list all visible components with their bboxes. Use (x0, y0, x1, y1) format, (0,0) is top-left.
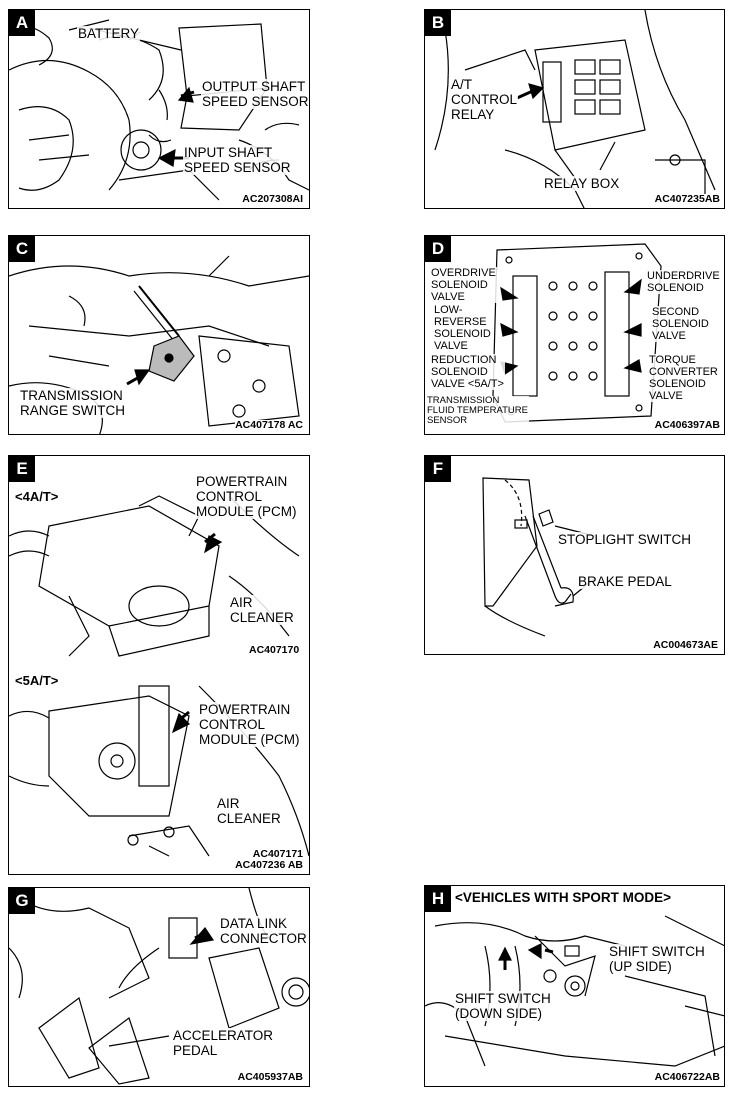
shift-switch-drawing (425, 915, 724, 1067)
pcm-air-cleaner-drawing (9, 495, 309, 857)
label-output-shaft-speed-sensor: OUTPUT SHAFT SPEED SENSOR (201, 79, 309, 109)
figure-panel-h: H <VEHICLES WITH SPORT MODE> SHIFT SWITC… (424, 885, 725, 1087)
figure-code: AC405937AB (237, 1071, 303, 1083)
figure-code: AC406722AB (654, 1071, 720, 1083)
label-shift-switch-down: SHIFT SWITCH (DOWN SIDE) (454, 991, 552, 1021)
figure-code: AC207308AI (242, 193, 303, 205)
figure-panel-a: A BATTERY OUTPUT SHAFT SPEED SENSOR INPU… (8, 9, 310, 209)
label-accelerator-pedal: ACCELERATOR PEDAL (172, 1028, 275, 1058)
transmission-drawing (9, 255, 309, 434)
figure-panel-c: C TRANSMISSION RANGE SWITCH AC407178 AC (8, 235, 310, 435)
label-pcm-4at: POWERTRAIN CONTROL MODULE (PCM) (195, 474, 298, 519)
figure-panel-g: G DATA LINK CONNECTOR ACCELERATOR PEDAL … (8, 887, 310, 1087)
label-brake-pedal: BRAKE PEDAL (577, 574, 673, 589)
label-transmission-range-switch: TRANSMISSION RANGE SWITCH (19, 388, 127, 418)
engine-bay-drawing (9, 19, 309, 201)
label-underdrive-solenoid: UNDERDRIVE SOLENOID (646, 270, 721, 294)
panel-letter: B (425, 10, 451, 36)
label-air-cleaner-4at: AIR CLEANER (229, 595, 295, 625)
figure-code-4at: AC407170 (249, 644, 300, 656)
label-stoplight-switch: STOPLIGHT SWITCH (557, 532, 693, 547)
label-data-link-connector: DATA LINK CONNECTOR (219, 916, 308, 946)
label-low-reverse-solenoid-valve: LOW- REVERSE SOLENOID VALVE (433, 304, 492, 352)
figure-panel-b: B A/T CONTROL RELAY RELAY BOX AC407235AB (424, 9, 725, 209)
label-overdrive-solenoid-valve: OVERDRIVE SOLENOID VALVE (430, 267, 497, 303)
subfigure-label-5at: <5A/T> (15, 673, 59, 688)
figure-code: AC004673AE (653, 639, 718, 651)
panel-letter: F (425, 456, 451, 482)
label-relay-box: RELAY BOX (543, 176, 621, 191)
panel-letter: H (425, 886, 451, 912)
panel-header-sport-mode: <VEHICLES WITH SPORT MODE> (455, 890, 672, 905)
panel-letter: G (9, 888, 35, 914)
label-pcm-5at: POWERTRAIN CONTROL MODULE (PCM) (198, 702, 301, 747)
figure-code: AC407235AB (654, 193, 720, 205)
brake-pedal-drawing (482, 477, 596, 637)
figure-code: AC407178 AC (235, 419, 303, 431)
label-reduction-solenoid-valve: REDUCTION SOLENOID VALVE <5A/T> (430, 354, 505, 390)
figure-code: AC406397AB (654, 419, 720, 431)
figure-panel-e: E <4A/T> POWERTRAIN CONTROL MODULE (PCM)… (8, 455, 310, 875)
figure-panel-d: D OVERDRIVE SOLENOID VALVE LOW- REVERSE … (424, 235, 725, 435)
label-torque-converter-solenoid-valve: TORQUE CONVERTER SOLENOID VALVE (648, 354, 719, 402)
subfigure-label-4at: <4A/T> (15, 489, 59, 504)
relay-box-drawing (434, 10, 716, 208)
panel-letter: C (9, 236, 35, 262)
label-fluid-temperature-sensor: TRANSMISSION FLUID TEMPERATURE SENSOR (426, 395, 529, 426)
label-air-cleaner-5at: AIR CLEANER (216, 796, 282, 826)
panel-letter: D (425, 236, 451, 262)
figure-code-5at: AC407171 AC407236 AB (235, 848, 303, 871)
figure-panel-f: F STOPLIGHT SWITCH BRAKE PEDAL AC004673A… (424, 455, 725, 655)
label-battery: BATTERY (77, 26, 141, 41)
label-second-solenoid-valve: SECOND SOLENOID VALVE (651, 306, 710, 342)
panel-letter: A (9, 10, 35, 36)
label-at-control-relay: A/T CONTROL RELAY (450, 77, 519, 122)
label-input-shaft-speed-sensor: INPUT SHAFT SPEED SENSOR (183, 145, 292, 175)
panel-letter: E (9, 456, 35, 482)
label-shift-switch-up: SHIFT SWITCH (UP SIDE) (608, 944, 706, 974)
